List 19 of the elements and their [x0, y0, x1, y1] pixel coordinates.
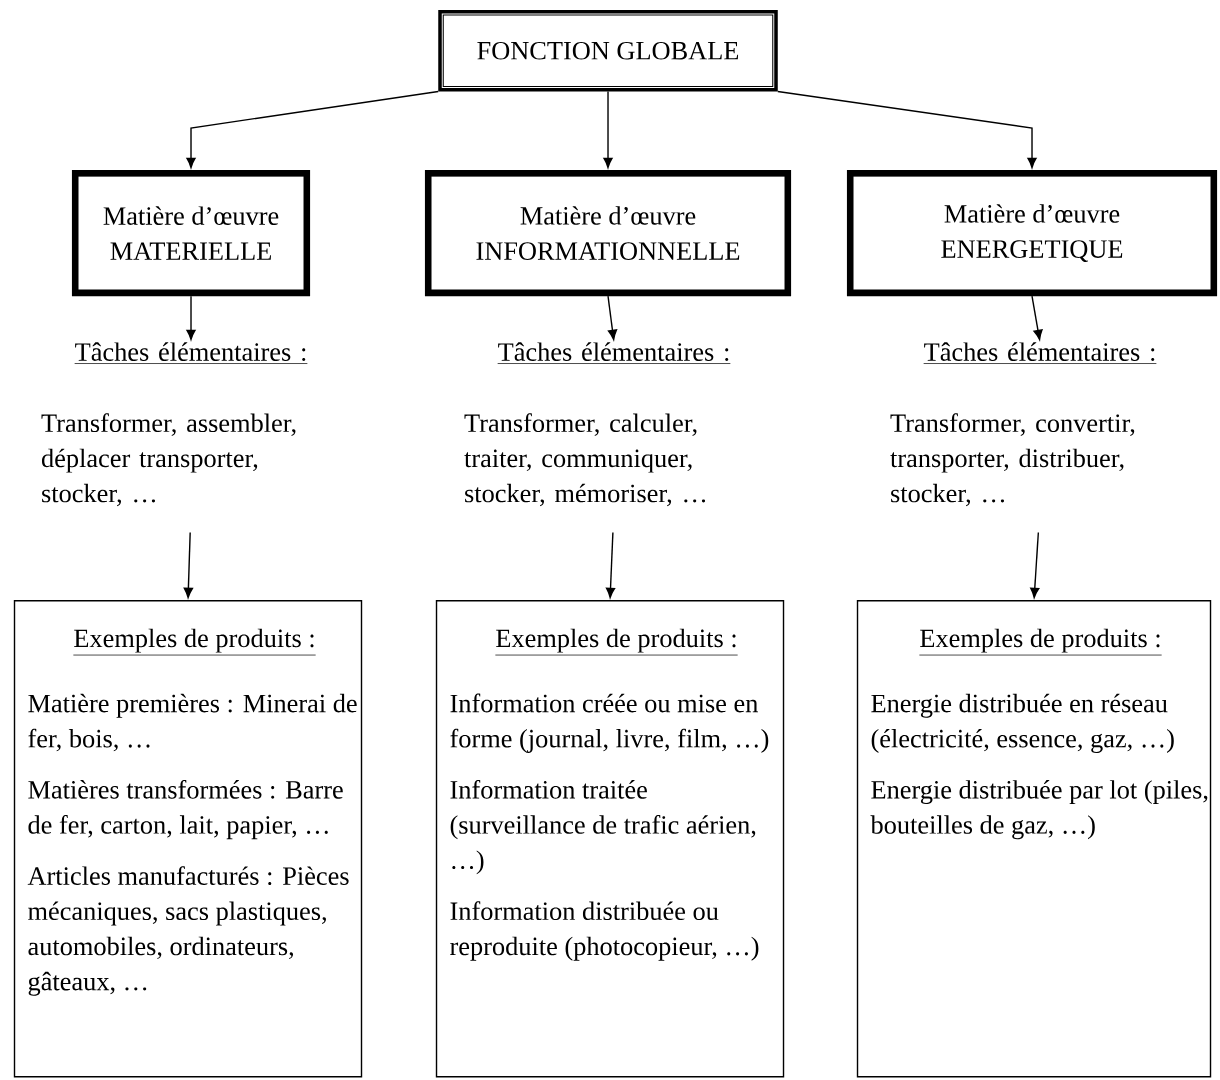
matter-box: Matière d’œuvre INFORMATIONNELLE	[424, 170, 792, 297]
task-list: Tâches élémentaires : Transformer, calculer, traiter, communiquer, stocker, mémoriser, …	[464, 342, 731, 507]
task-list: Tâches élémentaires : Transformer, assembler, déplacer transporter, stocker, …	[41, 342, 308, 507]
matter-box: Matière d’œuvre ENERGETIQUE	[846, 170, 1218, 297]
arrow	[605, 531, 616, 599]
example-box: Exemples de produits : Matière premières : Minerai de fer, bois, … Matières transformées : Barre de fer, carton, lait, papier, … Articles manufacturés : Pièces mécaniques, sacs plastiques, automobiles, ordinateurs, gâteaux, …	[13, 600, 363, 1078]
title-box: FONCTION GLOBALE	[438, 10, 778, 92]
arrow	[607, 295, 618, 341]
example-box: Exemples de produits : Information créée ou mise en forme (journal, livre, film, …) Information traitée (surveillance de trafic aérien, …) Information distribuée ou reproduite (photocopieur, …)	[435, 600, 785, 1078]
example-box: Exemples de produits : Energie distribuée en réseau (électricité, essence, gaz, …) Energie distribuée par lot (piles, bouteilles de gaz, …)	[856, 600, 1212, 1078]
arrow	[186, 295, 196, 341]
task-list: Tâches élémentaires : Transformer, convertir, transporter, distribuer, stocker, …	[890, 342, 1157, 507]
arrow	[1031, 295, 1043, 341]
arrow	[603, 90, 613, 169]
arrow	[186, 90, 439, 169]
arrow	[183, 531, 194, 599]
arrow	[777, 90, 1037, 169]
arrow	[1030, 531, 1040, 599]
matter-box: Matière d’œuvre MATERIELLE	[71, 170, 311, 297]
